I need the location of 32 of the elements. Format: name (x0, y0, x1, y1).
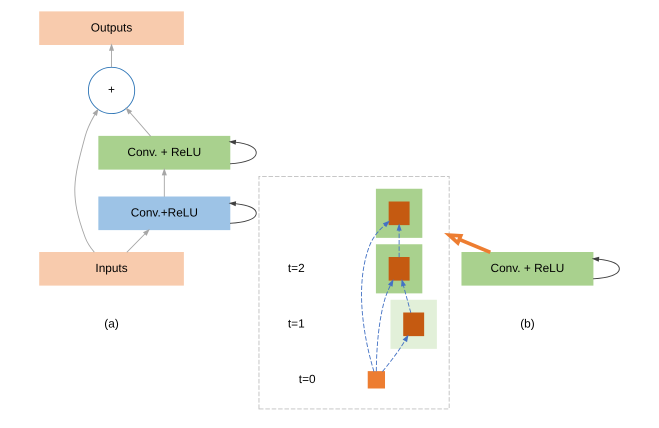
arrow (126, 228, 150, 253)
arrow (228, 140, 257, 164)
arrow (401, 278, 412, 314)
arrow (396, 223, 402, 258)
node-box: Conv. + ReLU (461, 252, 594, 286)
arrow (444, 233, 492, 254)
arrow (376, 279, 394, 372)
cluster (258, 176, 450, 410)
node-box: Outputs (39, 11, 184, 45)
label: t=1 (288, 316, 305, 330)
label: t=2 (288, 260, 305, 275)
arrow (108, 43, 114, 68)
arrow (382, 334, 409, 372)
node-box (368, 371, 386, 388)
label: (a) (104, 316, 119, 330)
cluster (376, 188, 422, 238)
node-box (403, 312, 424, 336)
label: t=0 (298, 372, 316, 386)
arrow (361, 220, 390, 372)
node-box (388, 256, 410, 281)
node-box (388, 201, 410, 226)
node-box: Conv. + ReLU (98, 136, 230, 170)
arrow (125, 107, 152, 137)
arrow (592, 256, 620, 280)
node-box: Conv.+ReLU (98, 196, 230, 230)
arrow (74, 108, 99, 253)
cluster (376, 244, 422, 294)
cluster (390, 300, 437, 349)
arrow (162, 168, 167, 198)
arrow (228, 201, 257, 224)
node-box: Inputs (39, 252, 184, 286)
label: (b) (520, 316, 535, 330)
